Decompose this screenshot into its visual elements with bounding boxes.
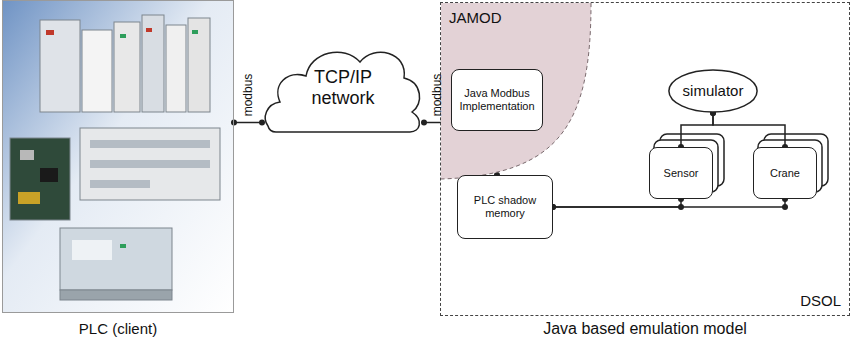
led <box>146 28 152 32</box>
memory-box: PLC shadow memory <box>457 175 553 239</box>
plc-module <box>142 15 164 112</box>
crane-box: Crane <box>753 147 817 199</box>
node-label: Java Modbus Implementation <box>457 87 537 112</box>
node-label: PLC shadow memory <box>463 194 547 219</box>
node-label: Crane <box>770 167 800 180</box>
node-label: simulator <box>683 82 744 99</box>
chip <box>40 168 58 182</box>
process-box: Java Modbus Implementation <box>451 69 543 131</box>
junction-dot <box>231 119 237 125</box>
region-label: DSOL <box>800 292 841 309</box>
plc-module <box>82 30 112 112</box>
cloud-outline <box>265 52 419 132</box>
connector-line <box>553 199 681 207</box>
slot <box>90 180 150 188</box>
plc-module <box>166 25 186 112</box>
connector-line <box>553 199 785 207</box>
plc-module <box>114 22 140 112</box>
connector-label: modbus <box>431 74 443 117</box>
plc-module <box>60 228 172 290</box>
plc-module <box>80 128 220 200</box>
jamod-boundary <box>441 3 591 179</box>
simulator-ellipse: simulator <box>668 69 758 113</box>
plc-modules <box>10 15 220 300</box>
chip <box>18 192 40 204</box>
region-label: JAMOD <box>449 9 502 26</box>
led <box>120 244 126 248</box>
connector-line <box>713 113 785 147</box>
cloud-label: TCP/IP network <box>298 67 388 108</box>
led <box>46 30 54 35</box>
led <box>192 30 198 34</box>
ellipse-outline <box>669 70 757 112</box>
plc-module <box>188 18 210 112</box>
connector-label: modbus <box>242 74 254 117</box>
junction-dot <box>259 119 265 125</box>
junction-dot <box>421 119 427 125</box>
caption-label: Java based emulation model <box>441 320 849 338</box>
slot <box>90 140 210 148</box>
sensor-box: Sensor <box>649 147 713 199</box>
network-cloud: TCP/IP network <box>262 38 424 134</box>
caption-label: PLC (client) <box>0 320 253 337</box>
plc-module <box>40 20 80 112</box>
jamod-region: JAMOD Java Modbus Implementation <box>441 3 593 179</box>
label-plate <box>72 240 112 260</box>
photo-ground <box>2 0 234 313</box>
chip <box>20 150 34 160</box>
emulation-region: DSOLJava based emulation modelJAMODJava … <box>440 2 850 316</box>
slot <box>90 160 210 168</box>
connector-line <box>234 122 262 124</box>
jamod-fill <box>441 3 591 179</box>
module-details <box>18 28 210 260</box>
terminal-strip <box>60 290 172 300</box>
node-label: Sensor <box>664 167 699 180</box>
circuit-board <box>10 138 70 220</box>
led <box>120 34 126 38</box>
plc-photo: PLC (client) <box>2 0 234 313</box>
connector-line <box>681 113 713 147</box>
